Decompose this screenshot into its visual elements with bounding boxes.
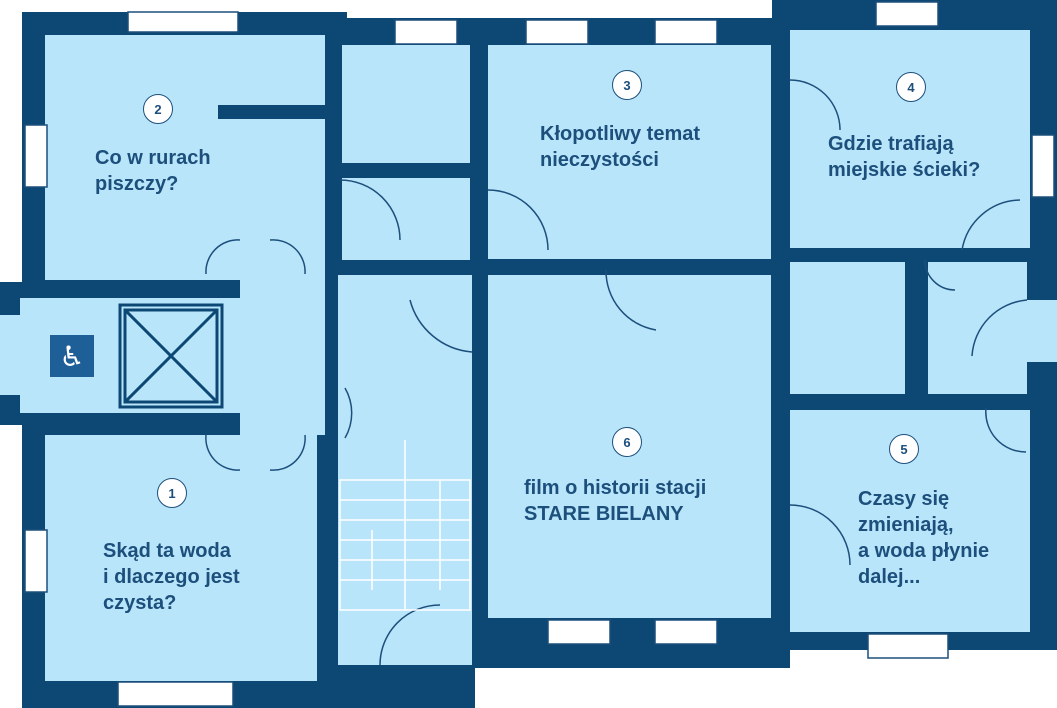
corridor-right-floor <box>928 262 1027 397</box>
windows <box>24 1 1055 707</box>
interior-walls <box>218 105 1030 410</box>
room-4-floor <box>790 30 1030 248</box>
room-2-title: Co w rurach piszczy? <box>95 147 211 195</box>
room-3-title: Kłopotliwy temat nieczystości <box>540 123 701 171</box>
room-2-number: 2 <box>143 94 173 124</box>
lobby-door-floor <box>240 240 325 435</box>
room-4-title: Gdzie trafiają miejskie ścieki? <box>828 133 981 181</box>
elevator-shaft <box>118 303 224 409</box>
staircase <box>339 440 471 611</box>
entrance-floor <box>0 315 22 395</box>
room-1-title: Skąd ta woda i dlaczego jest czysta? <box>103 540 240 614</box>
room-4-number: 4 <box>896 72 926 102</box>
room-5-number: 5 <box>889 434 919 464</box>
room-1-number: 1 <box>157 478 187 508</box>
door-swings <box>205 79 1028 666</box>
room-2-floor <box>45 35 325 280</box>
closet-floor <box>790 262 915 394</box>
room-1-floor <box>45 435 317 681</box>
room-5-title: Czasy się zmieniają, a woda płynie dalej… <box>858 488 990 588</box>
corridor-right-exit <box>1027 300 1057 362</box>
rooms-floor <box>0 30 1057 681</box>
wheelchair-icon: ♿ <box>50 335 94 377</box>
room-6-title: film o historii stacji STARE BIELANY <box>524 477 707 525</box>
corridor-top-floor <box>342 178 470 260</box>
room-6-number: 6 <box>612 427 642 457</box>
storage-floor <box>342 45 470 163</box>
room-3-number: 3 <box>612 70 642 100</box>
